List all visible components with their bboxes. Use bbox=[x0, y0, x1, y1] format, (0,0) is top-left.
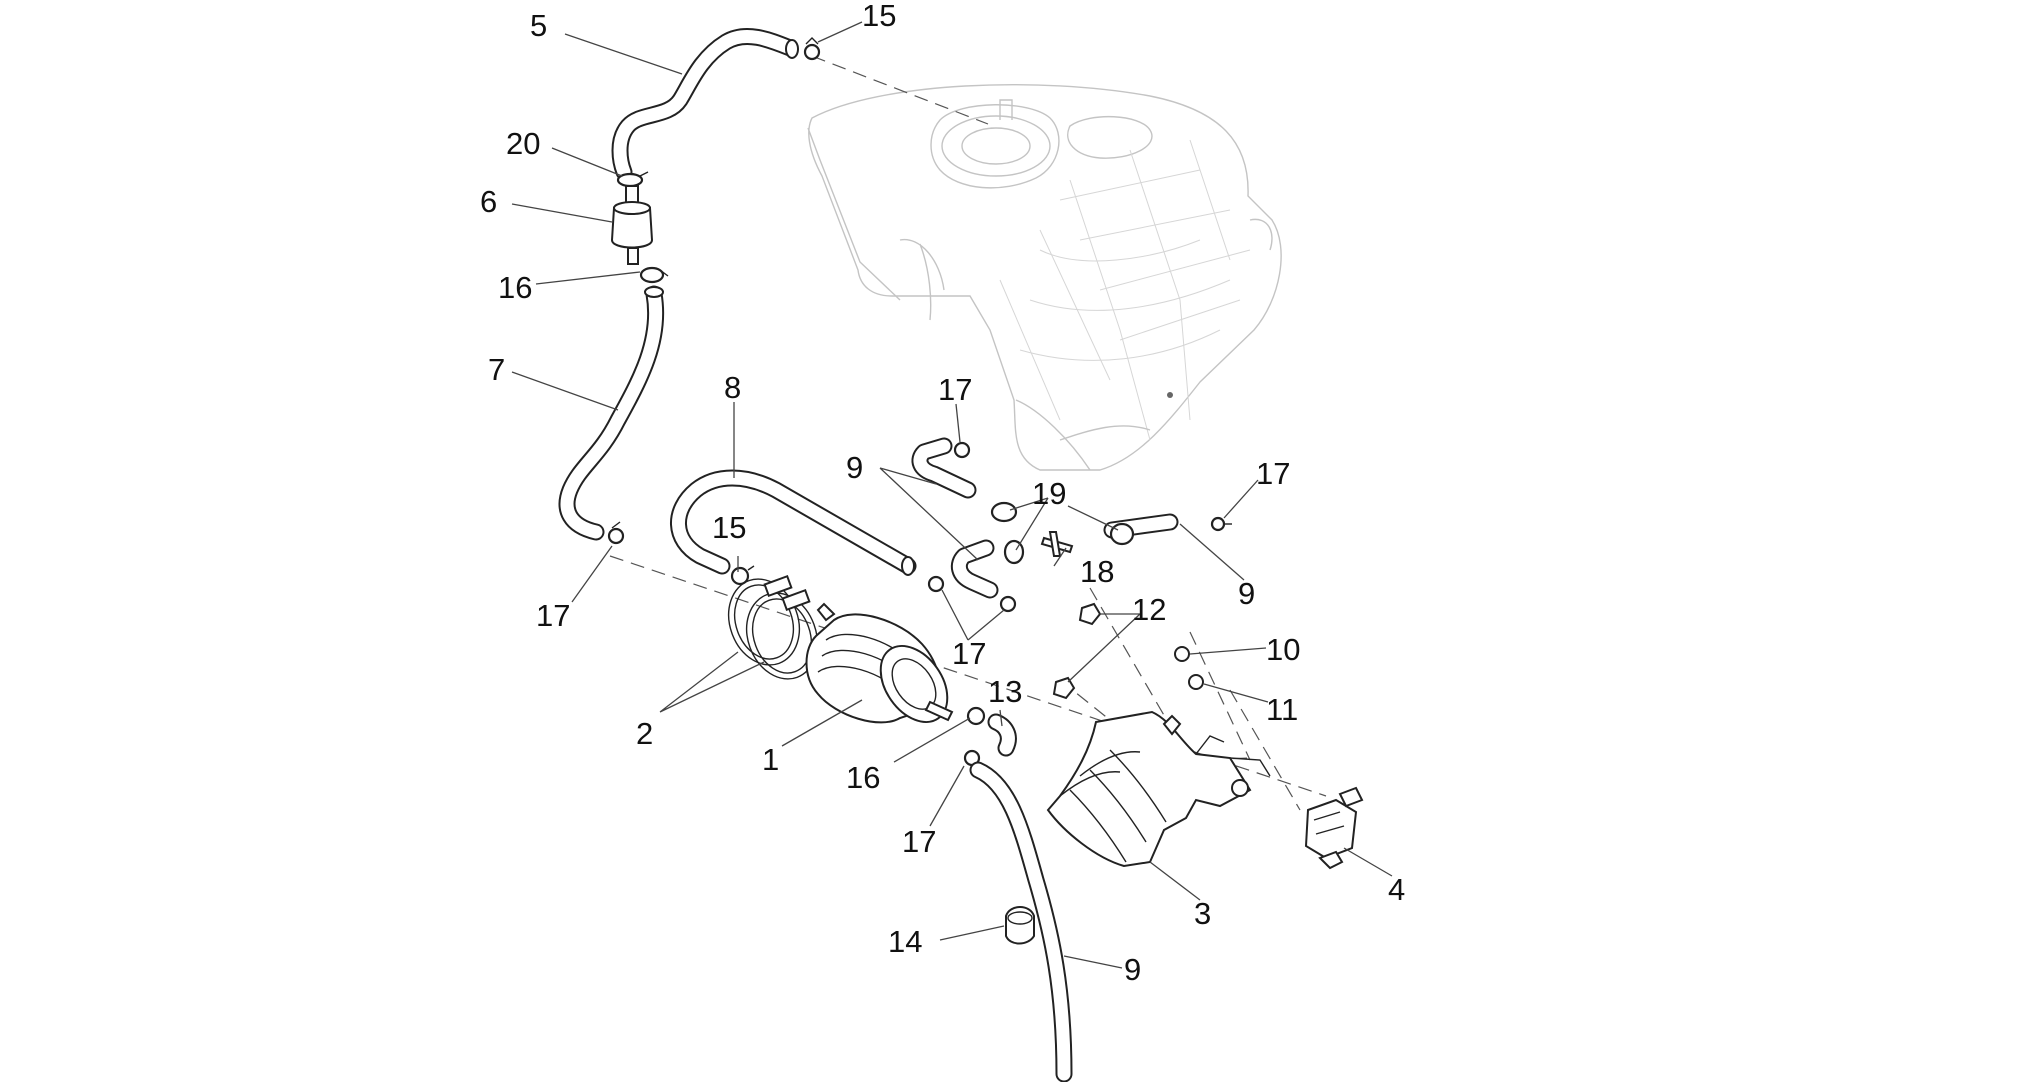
clamp-15-top bbox=[803, 37, 821, 61]
label-12: 12 bbox=[1132, 592, 1166, 627]
leader-lines bbox=[511, 21, 1393, 969]
part-labels: 5 15 20 6 16 7 8 17 9 19 17 18 9 15 17 1… bbox=[480, 0, 1405, 987]
clamp-20 bbox=[616, 171, 649, 188]
label-2: 2 bbox=[636, 716, 653, 751]
label-9-top: 9 bbox=[846, 450, 863, 485]
clamps-19 bbox=[990, 501, 1135, 565]
label-5: 5 bbox=[530, 8, 547, 43]
label-6: 6 bbox=[480, 184, 497, 219]
label-7: 7 bbox=[488, 352, 505, 387]
carbon-canister-1 bbox=[805, 602, 954, 724]
hose-5 bbox=[611, 27, 799, 181]
label-13: 13 bbox=[988, 674, 1022, 709]
label-17-left: 17 bbox=[536, 598, 570, 633]
clamp-16-upper bbox=[639, 266, 669, 284]
label-17-right: 17 bbox=[1256, 456, 1290, 491]
fuel-tank-ghost bbox=[807, 83, 1282, 471]
label-8: 8 bbox=[724, 370, 741, 405]
nut-10 bbox=[1174, 646, 1190, 662]
hose-9-lower bbox=[969, 761, 1073, 1082]
label-14: 14 bbox=[888, 924, 922, 959]
hose-9-upper bbox=[911, 437, 977, 499]
label-17-lower: 17 bbox=[902, 824, 936, 859]
label-20: 20 bbox=[506, 126, 540, 161]
hose-8 bbox=[670, 469, 917, 576]
elbow-13 bbox=[987, 713, 1017, 757]
bracket-clamps-2 bbox=[727, 574, 819, 680]
hose-7 bbox=[558, 285, 665, 541]
label-9-bottom: 9 bbox=[1124, 952, 1141, 987]
label-19: 19 bbox=[1032, 476, 1066, 511]
canister-holder-3 bbox=[1046, 710, 1271, 868]
clamp-16-lower bbox=[966, 706, 986, 726]
label-3: 3 bbox=[1194, 896, 1211, 931]
nut-11 bbox=[1188, 674, 1204, 690]
solenoid-valve-4 bbox=[1304, 786, 1364, 870]
clip-14 bbox=[1005, 906, 1035, 945]
label-11: 11 bbox=[1266, 692, 1298, 727]
hose-9-middle bbox=[950, 539, 999, 599]
label-4: 4 bbox=[1388, 872, 1405, 907]
label-16-lower: 16 bbox=[846, 760, 880, 795]
label-17-middle: 17 bbox=[952, 636, 986, 671]
clamp-17-left bbox=[607, 521, 625, 545]
fitting-18 bbox=[1040, 531, 1074, 557]
label-9-right: 9 bbox=[1238, 576, 1255, 611]
label-15-middle: 15 bbox=[712, 510, 746, 545]
label-1: 1 bbox=[762, 742, 779, 777]
label-18: 18 bbox=[1080, 554, 1114, 589]
label-15-top: 15 bbox=[862, 0, 896, 33]
clamp-17-middle bbox=[927, 516, 1232, 613]
assembly-dash-lines bbox=[609, 55, 1327, 811]
label-17-top: 17 bbox=[938, 372, 972, 407]
nuts-12 bbox=[1052, 602, 1102, 700]
clamp-15-middle bbox=[730, 565, 755, 586]
label-16-upper: 16 bbox=[498, 270, 532, 305]
valve-6 bbox=[610, 185, 654, 265]
label-10: 10 bbox=[1266, 632, 1300, 667]
